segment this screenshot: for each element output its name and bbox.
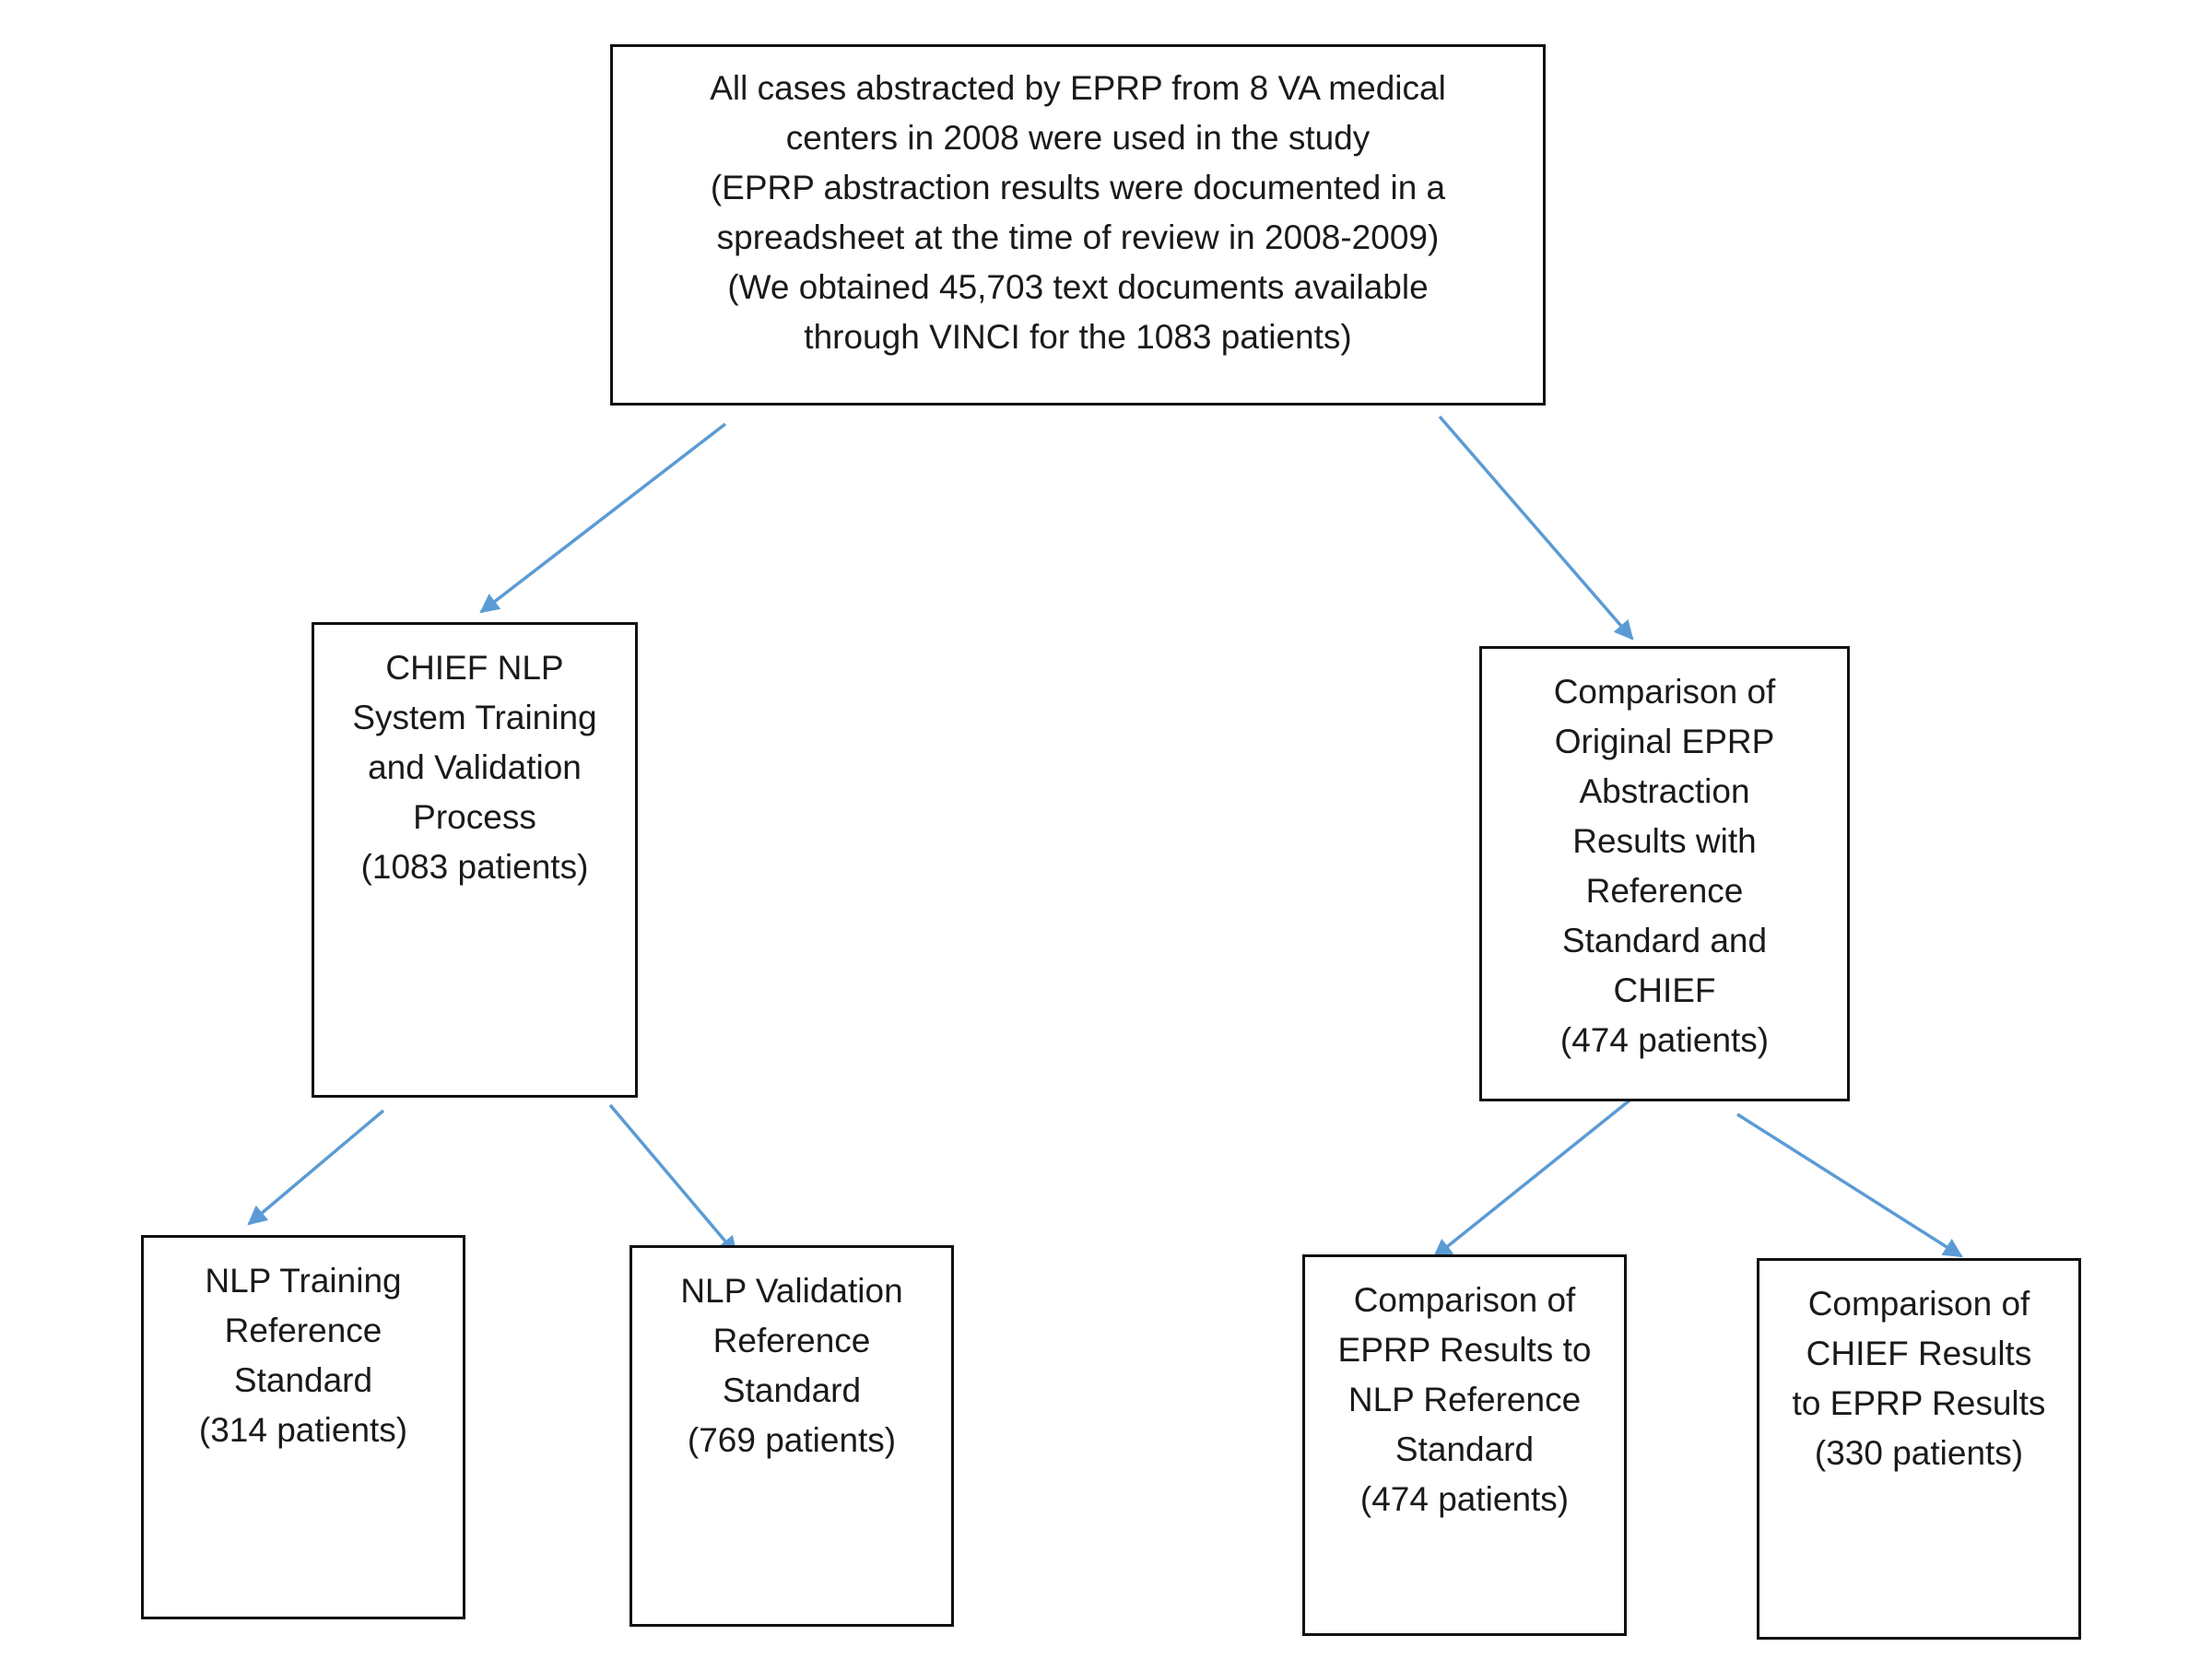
- node-patient-count: (314 patients): [198, 1411, 408, 1449]
- node-chief-training-validation: CHIEF NLP System Training and Validation…: [312, 622, 638, 1098]
- node-text-line: All cases abstracted by EPRP from 8 VA m…: [710, 69, 1446, 107]
- arrow-chief-to-train: [247, 1109, 385, 1226]
- arrow-root-to-compare: [1438, 415, 1634, 641]
- arrow-compare-to-chief-eprp: [1736, 1112, 1963, 1258]
- node-text-line: CHIEF: [1613, 971, 1716, 1009]
- node-text-line: Original EPRP: [1554, 723, 1775, 760]
- node-all-cases: All cases abstracted by EPRP from 8 VA m…: [610, 44, 1546, 406]
- node-text-line: Comparison of: [1553, 673, 1776, 711]
- node-text-line: CHIEF Results: [1806, 1335, 2032, 1372]
- node-text-line: Reference: [224, 1312, 382, 1349]
- arrow-root-to-chief: [479, 422, 727, 614]
- node-eprp-vs-nlp-reference: Comparison of EPRP Results to NLP Refere…: [1302, 1254, 1627, 1636]
- node-text-line: NLP Reference: [1347, 1381, 1582, 1418]
- node-text-line: Process: [413, 798, 536, 836]
- node-text-line: NLP Training: [205, 1262, 402, 1300]
- node-text-line: Results with: [1572, 822, 1757, 860]
- node-text-line: Standard and: [1561, 922, 1768, 959]
- node-nlp-validation-reference: NLP Validation Reference Standard (769 p…: [629, 1245, 954, 1627]
- node-text-line: NLP Validation: [680, 1272, 903, 1310]
- node-text-line: Standard: [1394, 1430, 1535, 1468]
- node-text-line: Standard: [722, 1371, 862, 1409]
- node-text-line: CHIEF NLP: [385, 649, 564, 687]
- node-text-line: Reference: [712, 1322, 871, 1359]
- node-text-line: Standard: [233, 1361, 373, 1399]
- node-text-line: to EPRP Results: [1792, 1384, 2046, 1422]
- node-patient-count: (330 patients): [1814, 1434, 2024, 1472]
- node-text-line: Comparison of: [1353, 1281, 1576, 1319]
- node-text-line: and Validation: [368, 748, 582, 786]
- node-patient-count: (1083 patients): [360, 848, 589, 886]
- node-text-line: (EPRP abstraction results were documente…: [710, 169, 1446, 206]
- node-patient-count: (769 patients): [687, 1421, 897, 1459]
- node-text-line: EPRP Results to: [1337, 1331, 1592, 1369]
- node-text-line: spreadsheet at the time of review in 200…: [716, 218, 1440, 256]
- node-patient-count: (474 patients): [1359, 1480, 1570, 1518]
- arrow-chief-to-valid: [608, 1103, 738, 1256]
- node-chief-vs-eprp: Comparison of CHIEF Results to EPRP Resu…: [1757, 1258, 2081, 1640]
- node-text-line: System Training: [352, 699, 597, 736]
- node-text-line: (We obtained 45,703 text documents avail…: [727, 268, 1429, 306]
- node-text-line: Reference: [1585, 872, 1744, 910]
- arrow-compare-to-eprp-ref: [1432, 1099, 1631, 1259]
- node-patient-count: (474 patients): [1559, 1021, 1770, 1059]
- node-comparison-original-eprp: Comparison of Original EPRP Abstraction …: [1479, 646, 1850, 1101]
- node-text-line: Abstraction: [1579, 772, 1750, 810]
- node-text-line: centers in 2008 were used in the study: [785, 119, 1371, 157]
- node-text-line: through VINCI for the 1083 patients): [804, 318, 1352, 356]
- node-nlp-training-reference: NLP Training Reference Standard (314 pat…: [141, 1235, 465, 1619]
- node-text-line: Comparison of: [1807, 1285, 2030, 1323]
